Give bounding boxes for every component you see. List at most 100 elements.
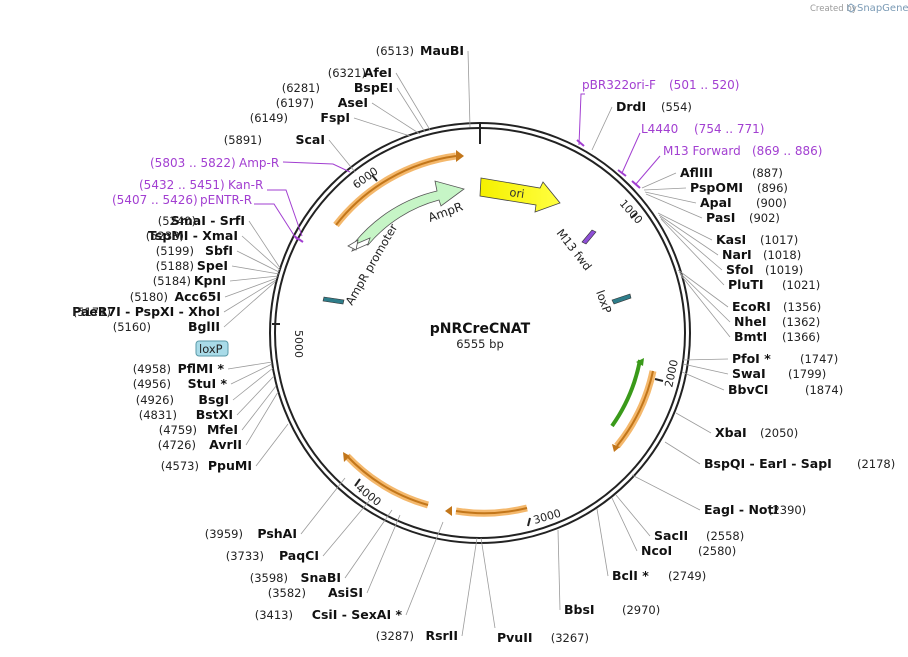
site-pos: (1356): [783, 300, 821, 314]
ampr-label: AmpR: [426, 199, 464, 224]
site-name: SwaI: [732, 366, 766, 381]
primer-kanr-range: (5432 .. 5451): [139, 178, 225, 192]
primer-kanr-name: Kan-R: [228, 178, 263, 192]
site-pos: (1021): [782, 278, 820, 292]
site-name: SacII: [654, 528, 688, 543]
site-name: EagI - NotI: [704, 502, 778, 517]
site-name: BspQI - EarI - SapI: [704, 456, 832, 471]
site-right-17: EagI - NotI(2390): [631, 474, 806, 517]
site-name: SnaBI: [300, 570, 341, 585]
site-left-26: RsrII(3287): [376, 537, 478, 643]
site-pos: (1017): [760, 233, 798, 247]
site-pos: (5184): [153, 274, 191, 288]
site-name: FspI: [320, 110, 350, 125]
site-pos: (6197): [276, 96, 314, 110]
primer-kanr: (5432 .. 5451) Kan-R: [139, 178, 303, 237]
m13-fwd-feature: M13 fwd: [554, 226, 597, 273]
site-name: CsiI - SexAI *: [312, 607, 403, 622]
primer-pbr322-range: (501 .. 520): [669, 78, 739, 92]
tick-label-1000: 1000: [617, 197, 645, 227]
site-pos: (5238): [146, 229, 184, 243]
site-name: SmaI - SrfI: [171, 213, 245, 228]
site-name: AvrII: [209, 437, 242, 452]
site-name: ScaI: [296, 132, 326, 147]
site-name: PpuMI: [208, 458, 252, 473]
site-right-13: SwaI(1799): [682, 363, 826, 381]
site-left-15: StuI * (4956): [133, 363, 273, 391]
site-name: ApaI: [700, 195, 732, 210]
site-right-12: PfoI *(1747): [682, 351, 838, 366]
site-pos: (4926): [136, 393, 174, 407]
site-name: PaeR7I - PspXI - XhoI: [72, 304, 220, 319]
site-name: StuI *: [188, 376, 228, 391]
site-pos: (554): [661, 100, 692, 114]
site-pos: (902): [749, 211, 780, 225]
site-name: NheI: [734, 314, 767, 329]
site-left-24: AsiSI(3582): [268, 514, 401, 600]
site-pos: (4726): [158, 438, 196, 452]
primer-pbr322-name: pBR322ori-F: [582, 78, 656, 92]
site-left-6: SmaI - SrfI(5240): [158, 213, 281, 269]
site-left-3: AseI(6197): [276, 95, 421, 135]
site-name: PaqCI: [279, 548, 319, 563]
site-pos: (5188): [156, 259, 194, 273]
site-pos: (3582): [268, 586, 306, 600]
site-right-8: PluTI(1021): [660, 218, 820, 292]
site-name: PshAI: [257, 526, 297, 541]
site-name: EcoRI: [732, 299, 771, 314]
site-pos: (5171): [73, 305, 111, 319]
primer-m13forward-name: M13 Forward: [663, 144, 741, 158]
site-name: BmtI: [734, 329, 767, 344]
loxp-left-marker: [322, 296, 345, 305]
site-right-10: NheI (1362): [678, 271, 820, 329]
site-pos: (1366): [782, 330, 820, 344]
site-pos: (3733): [226, 549, 264, 563]
snapgene-logo-icon: [847, 3, 855, 13]
arc-arrowheads: [343, 150, 644, 516]
site-name: SbfI: [205, 243, 233, 258]
site-pos: (2580): [698, 544, 736, 558]
m13-fwd-label: M13 fwd: [554, 226, 595, 273]
site-name: BbsI: [564, 602, 595, 617]
site-right-21: BbsI(2970): [557, 529, 660, 617]
site-pos: (896): [757, 181, 788, 195]
loxp-right-label: loxP: [593, 288, 614, 315]
site-right-4: PasI (902): [645, 193, 780, 225]
site-right-14: BbvCI(1874): [681, 371, 843, 397]
site-right-5: KasI(1017): [657, 212, 798, 247]
site-pos: (4956): [133, 377, 171, 391]
site-left-20: PpuMI(4573): [161, 423, 289, 473]
site-right-2: PspOMI (896): [643, 180, 788, 195]
site-left-0: MauBI(6513): [376, 43, 471, 128]
site-pos: (1018): [763, 248, 801, 262]
site-name: SfoI: [726, 262, 754, 277]
site-pos: (4831): [139, 408, 177, 422]
site-name: PspOMI: [690, 180, 743, 195]
site-pos: (5199): [156, 244, 194, 258]
site-name: TspMI - XmaI: [148, 228, 238, 243]
site-pos: (5180): [130, 290, 168, 304]
site-left-27: PvuII(3267): [480, 537, 589, 645]
site-pos: (6321): [328, 66, 366, 80]
site-left-12: PaeR7I - PspXI - XhoI(5171): [72, 279, 277, 319]
sites-left: MauBI(6513)AfeI(6321)BspEI(6281)AseI(619…: [72, 43, 589, 645]
site-name: SpeI: [197, 258, 228, 273]
site-pos: (6513): [376, 44, 414, 58]
site-right-0: DrdI(554): [591, 99, 692, 151]
site-pos: (1362): [782, 315, 820, 329]
site-pos: (2749): [668, 569, 706, 583]
primer-m13forward-range: (869 .. 886): [752, 144, 822, 158]
site-name: PvuII: [497, 630, 533, 645]
site-name: BsgI: [198, 392, 229, 407]
site-right-20: BclI *(2749): [596, 508, 706, 583]
site-pos: (5160): [113, 320, 151, 334]
primer-ampr-range: (5803 .. 5822): [150, 156, 236, 170]
ori-label: ori: [509, 185, 526, 201]
loxp-left-badge: loxP: [195, 340, 229, 357]
plasmid-length: 6555 bp: [456, 337, 504, 351]
primer-m13forward: M13 Forward (869 .. 886): [631, 144, 822, 189]
site-name: PasI: [706, 210, 735, 225]
site-left-11: Acc65I(5180): [130, 277, 278, 304]
site-left-5: ScaI(5891): [224, 132, 356, 173]
